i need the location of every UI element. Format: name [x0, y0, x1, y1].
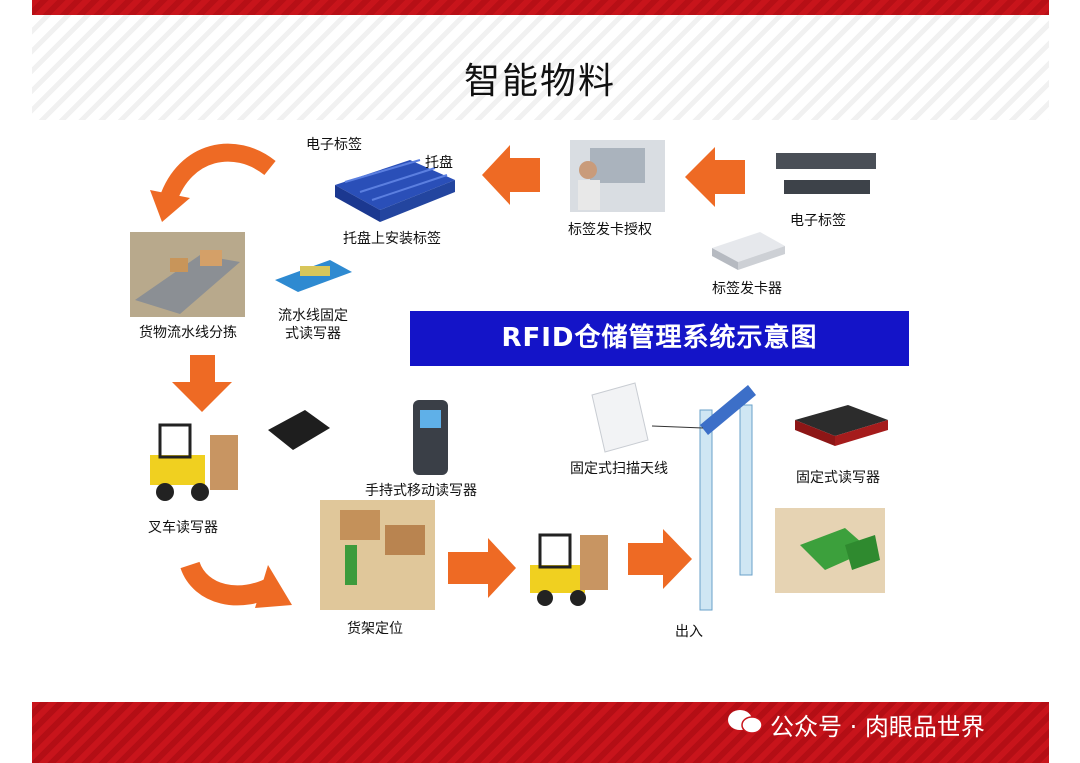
- fixed-reader-device: [795, 405, 888, 446]
- label-conveyor-sort: 货物流水线分拣: [139, 322, 237, 342]
- curved-arrow-topleft: [168, 153, 270, 200]
- label-electronic-tag-top: 电子标签: [306, 134, 362, 154]
- label-tag-issuer: 标签发卡器: [712, 278, 782, 298]
- label-line-reader-2: 式读写器: [285, 323, 341, 343]
- label-pallet-install-tag: 托盘上安装标签: [343, 228, 441, 248]
- label-fixed-antenna: 固定式扫描天线: [570, 458, 668, 478]
- forklift-middle: [530, 535, 608, 606]
- label-shelf-position: 货架定位: [347, 618, 403, 638]
- arrow-to-gate: [628, 529, 692, 589]
- label-electronic-tag-right: 电子标签: [790, 210, 846, 230]
- fixed-antenna-panel: [592, 383, 648, 452]
- electronic-tag-strip-1: [776, 153, 876, 169]
- label-line-reader-1: 流水线固定: [278, 305, 348, 325]
- electronic-tag-strip-2: [784, 180, 870, 194]
- forklift-reader-chip: [268, 410, 330, 450]
- conveyor-photo: [130, 232, 245, 317]
- watermark-text: 公众号 · 肉眼品世界: [770, 707, 985, 742]
- arrow-to-forklift: [448, 538, 516, 598]
- system-banner: RFID仓储管理系统示意图: [410, 311, 909, 366]
- truck-photo: [775, 508, 885, 593]
- arrow-to-issuer: [685, 147, 745, 207]
- label-handheld-reader: 手持式移动读写器: [365, 480, 477, 500]
- handheld-reader: [413, 400, 448, 475]
- wechat-icon: [725, 707, 765, 737]
- shelf-photo: [320, 500, 435, 610]
- curved-arrow-topleft-head: [150, 190, 190, 222]
- forklift-left: [150, 425, 238, 501]
- arrow-to-pallet: [482, 145, 540, 205]
- label-fixed-reader: 固定式读写器: [796, 467, 880, 487]
- arrow-down-conveyor: [172, 355, 232, 412]
- tag-issue-photo: [570, 140, 665, 212]
- label-forklift-reader: 叉车读写器: [148, 517, 218, 537]
- label-pallet: 托盘: [425, 152, 453, 172]
- line-reader-board: [275, 260, 352, 292]
- tag-issuer-device: [712, 232, 785, 270]
- label-inout: 出入: [675, 621, 703, 641]
- label-tag-issue-auth: 标签发卡授权: [568, 219, 652, 239]
